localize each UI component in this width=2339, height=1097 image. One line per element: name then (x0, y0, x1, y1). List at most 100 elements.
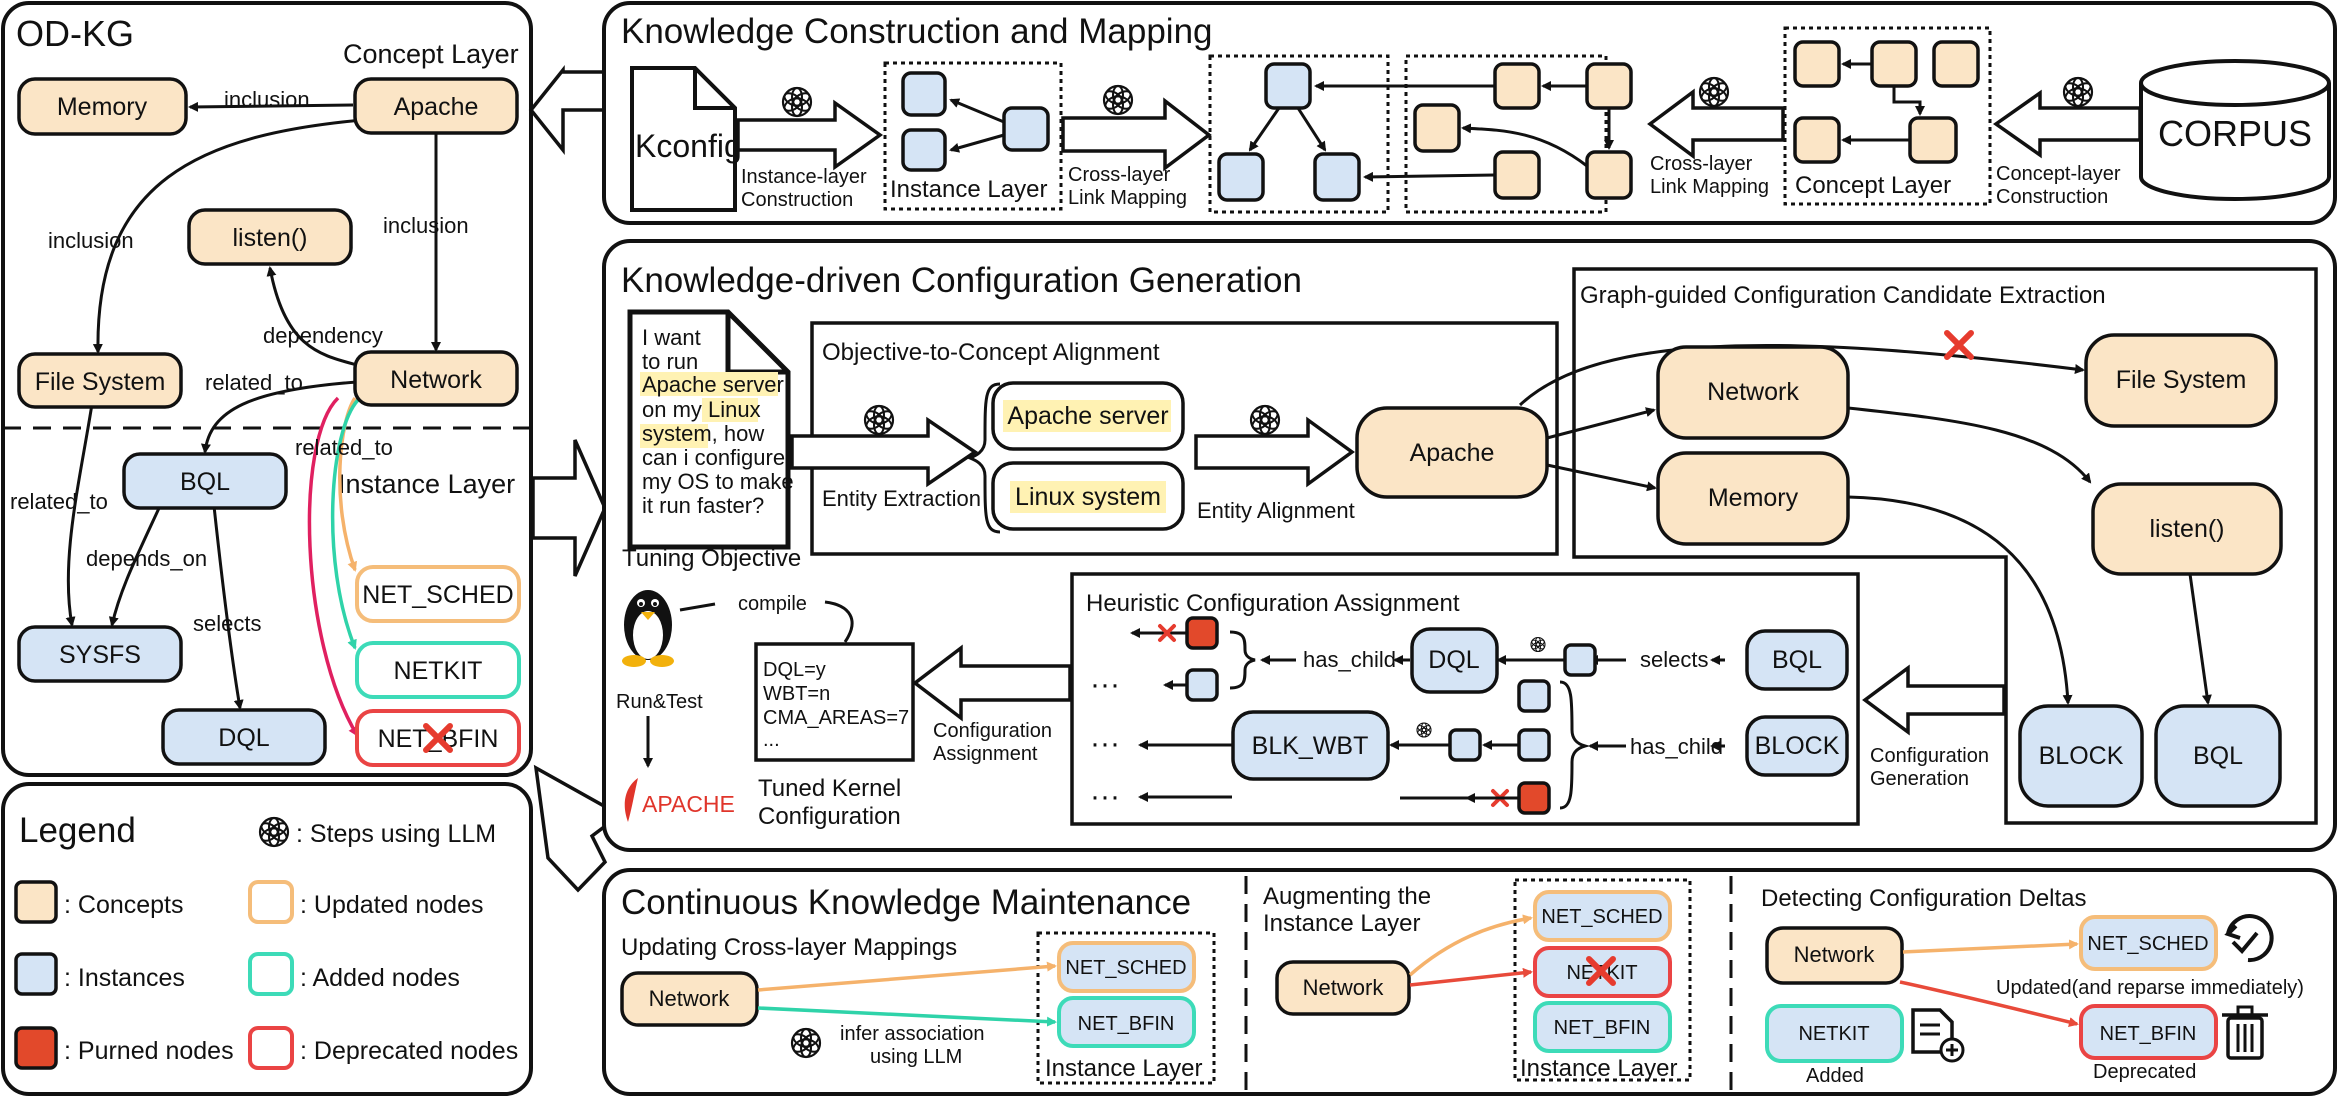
odkg-node-memory-label: Memory (57, 93, 148, 121)
arrow-entity-alignment (1194, 416, 1355, 488)
legend-pruned-label: : Purned nodes (64, 1037, 234, 1065)
heuristic-box (1070, 572, 1860, 826)
maint2-node-netsched-label: NET_SCHED (1541, 906, 1662, 928)
heur-node-dql-label: DQL (1428, 646, 1480, 674)
generation-panel: Knowledge-driven Configuration Generatio… (602, 239, 2337, 852)
cl-node-4 (1793, 116, 1841, 164)
edge-memory-block-gen (1847, 495, 2073, 705)
gen-node-listen (2091, 482, 2283, 576)
odkg-node-listen-label: listen() (232, 224, 307, 252)
concept-layer-label: Concept Layer (343, 39, 519, 69)
query-line-3: Apache server (642, 372, 784, 397)
link-network-netkit (330, 398, 360, 650)
gen-node-memory-label: Memory (1708, 484, 1799, 512)
edge-network-listen-gen (1847, 406, 2092, 484)
cross-layer-label-2b: Link Mapping (1650, 176, 1769, 198)
query-line-2: to run (642, 349, 698, 374)
instance-layer-box (883, 61, 1063, 211)
mi-node-top (1264, 62, 1312, 110)
compile-label: compile (738, 593, 807, 615)
arrow-configuration-assignment (912, 644, 1072, 722)
edge-bql-dql (212, 505, 244, 710)
heur-node-block-label: BLOCK (1755, 732, 1840, 760)
edge-listen-bql-gen (2188, 573, 2212, 705)
maint3-node-netbfin (2079, 1004, 2218, 1060)
heur-node-blkwbt-label: BLK_WBT (1252, 732, 1369, 760)
corpus-database-icon (2139, 83, 2331, 201)
gen-node-apache-label: Apache (1410, 439, 1495, 467)
edge-filesystem-sysfs (65, 403, 94, 627)
maint3-node-netsched (2079, 915, 2218, 971)
instance-construction-label-1: Instance-layer (741, 166, 867, 188)
edge-label-selects: selects (193, 611, 261, 636)
maint3-link-netbfin (1899, 980, 2079, 1027)
alignment-title: Objective-to-Concept Alignment (822, 339, 1160, 366)
arrow-cross-layer-mapping-1 (1061, 97, 1212, 172)
mapped-instance-box (1208, 54, 1390, 214)
llm-icon-cross-layer-1 (1102, 84, 1134, 116)
gen-node-filesystem (2084, 333, 2278, 428)
hl-apache-server (640, 372, 778, 396)
heur-small-2 (1185, 668, 1219, 702)
gen-node-apache (1355, 406, 1549, 499)
legend-deprecated-label: : Deprecated nodes (300, 1037, 518, 1065)
edge-label-related-to-1: related_to (205, 370, 303, 395)
maint2-instance-box (1513, 878, 1692, 1082)
odkg-panel: OD-KG Concept Layer Instance Layer inclu… (1, 1, 533, 777)
edge-bql-sysfs (108, 505, 162, 627)
odkg-title: OD-KG (16, 13, 134, 54)
legend-concepts-label: : Concepts (64, 891, 184, 919)
config-generation-label-2: Generation (1870, 768, 1969, 790)
query-line-8: it run faster? (642, 493, 764, 518)
legend-llm-label: : Steps using LLM (296, 820, 496, 848)
maint3-added-label: Added (1806, 1065, 1864, 1087)
compile-curve (679, 600, 854, 643)
legend-added-swatch (248, 952, 294, 996)
augmenting-title-1: Augmenting the (1263, 883, 1431, 910)
maint1-node-netbfin (1057, 996, 1196, 1048)
edge-label-inclusion-2: inclusion (48, 228, 134, 253)
maintenance-panel: Continuous Knowledge Maintenance Updatin… (602, 868, 2337, 1096)
maint1-instance-box (1036, 931, 1216, 1085)
detecting-title: Detecting Configuration Deltas (1761, 885, 2087, 912)
concept-construction-label-2: Construction (1996, 186, 2108, 208)
maint1-instance-layer-label: Instance Layer (1045, 1055, 1202, 1082)
mc-node-4 (1493, 150, 1541, 200)
maintenance-title: Continuous Knowledge Maintenance (621, 883, 1191, 922)
legend-updated-swatch (248, 880, 294, 924)
edge-label-related-to-2: related_to (10, 489, 108, 514)
cross-layer-label-2a: Cross-layer (1650, 153, 1753, 175)
updating-title: Updating Cross-layer Mappings (621, 934, 957, 961)
odkg-node-netkit (355, 641, 521, 699)
cross-layer-label-1b: Link Mapping (1068, 187, 1187, 209)
apache-feather-icon (624, 778, 638, 822)
instance-layer-title: Instance Layer (890, 176, 1047, 203)
maint2-node-network-label: Network (1303, 975, 1385, 1000)
mi-node-right (1313, 152, 1361, 202)
maint3-node-netbfin-label: NET_BFIN (2100, 1023, 2197, 1045)
tuned-kernel-label-1: Tuned Kernel (758, 775, 901, 802)
maint2-node-netbfin (1533, 1001, 1672, 1053)
legend-title: Legend (19, 811, 136, 850)
arrow-odkg-to-generation (531, 439, 607, 577)
link-network-netsched (338, 397, 358, 572)
gen-node-filesystem-label: File System (2116, 366, 2247, 394)
llm-icon-instance-construction (781, 86, 813, 118)
infer-label-1: infer association (840, 1023, 985, 1045)
maint3-node-network (1765, 926, 1904, 985)
edge-apache-memory-gen (1546, 463, 1657, 492)
corpus-label: CORPUS (2158, 113, 2312, 154)
infer-label-2: using LLM (870, 1046, 962, 1068)
heur-brace-1 (1229, 630, 1256, 690)
config-assignment-label-2: Assignment (933, 743, 1038, 765)
query-line-1: I want (642, 325, 701, 350)
augmenting-title-2: Instance Layer (1263, 910, 1420, 937)
odkg-node-apache (353, 77, 519, 135)
edge-label-inclusion-3: inclusion (383, 213, 469, 238)
odkg-node-memory (17, 77, 188, 136)
heur-small-5 (1448, 728, 1482, 762)
odkg-node-network-label: Network (390, 366, 482, 394)
legend-instance-swatch (14, 952, 58, 996)
legend-pruned-swatch (14, 1026, 58, 1070)
tuning-objective-label: Tuning Objective (622, 545, 801, 572)
